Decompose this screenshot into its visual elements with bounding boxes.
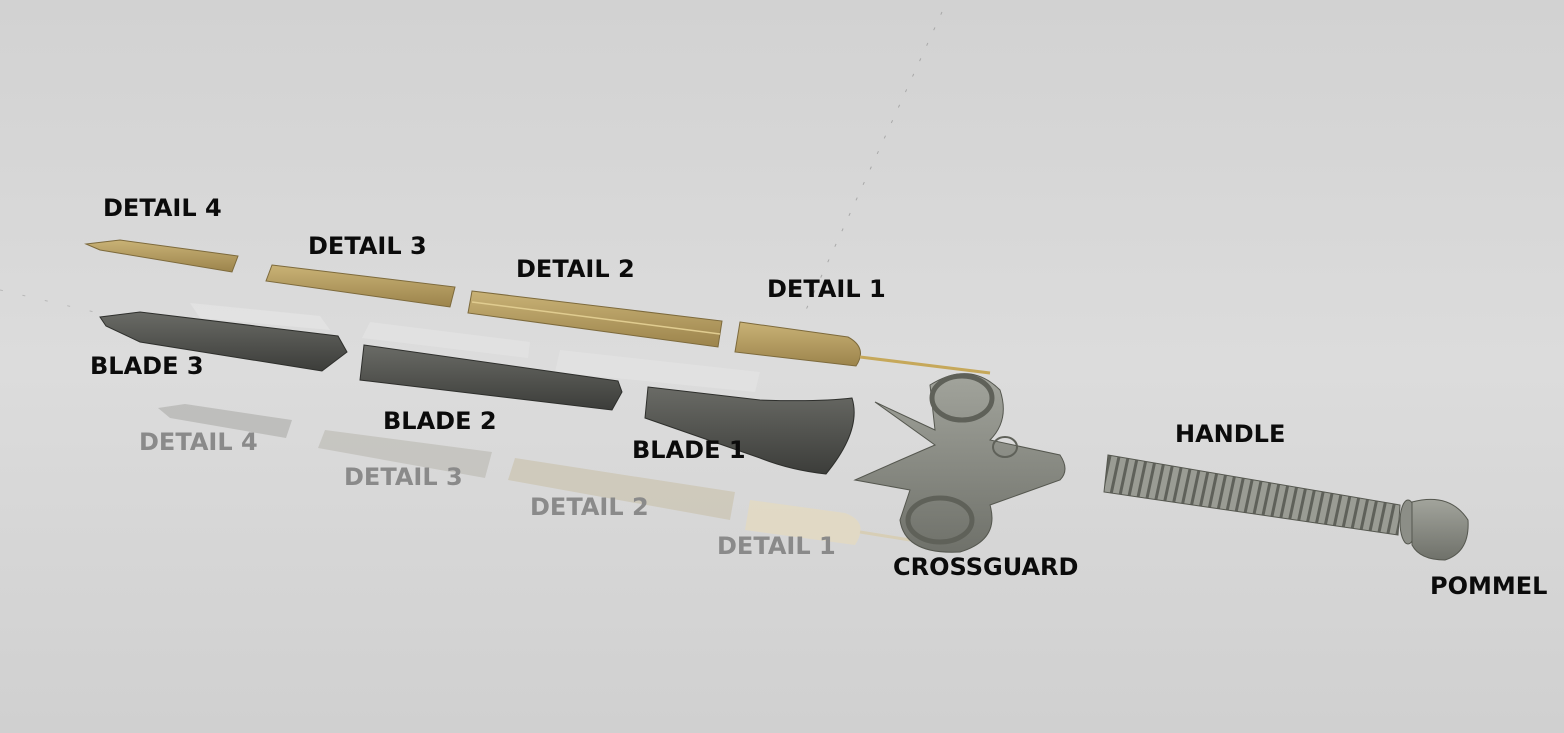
label-crossguard: CROSSGUARD xyxy=(893,553,1078,581)
ruler-line xyxy=(804,11,943,313)
reflection-label-detail-3: DETAIL 3 xyxy=(344,463,463,491)
label-blade-1: BLADE 1 xyxy=(632,436,746,464)
label-detail-3: DETAIL 3 xyxy=(308,232,427,260)
label-detail-1: DETAIL 1 xyxy=(767,275,886,303)
label-blade-3: BLADE 3 xyxy=(90,352,204,380)
reflections xyxy=(158,303,911,545)
handle-part xyxy=(1103,454,1401,536)
label-handle: HANDLE xyxy=(1175,420,1285,448)
label-detail-2: DETAIL 2 xyxy=(516,255,635,283)
detail-3-part xyxy=(265,264,456,308)
reflection-detail-1 xyxy=(745,500,861,545)
detail-1-tang xyxy=(859,355,991,375)
reflection-detail-1-tang xyxy=(859,530,911,542)
blade-3-part xyxy=(99,311,348,372)
label-detail-4: DETAIL 4 xyxy=(103,194,222,222)
shadow-blade-1 xyxy=(555,350,760,392)
detail-2-groove xyxy=(471,301,721,335)
label-blade-2: BLADE 2 xyxy=(383,407,497,435)
shadow-blade-3 xyxy=(190,303,330,330)
detail-2-part xyxy=(467,290,723,348)
pommel-part xyxy=(1399,498,1469,561)
detail-4-part xyxy=(84,239,239,273)
reflection-detail-4 xyxy=(158,404,292,438)
blade-1-part xyxy=(644,386,855,475)
reflection-label-detail-4: DETAIL 4 xyxy=(139,428,258,456)
reflection-detail-3 xyxy=(318,430,492,478)
crossguard-part xyxy=(853,373,1066,553)
label-pommel: POMMEL xyxy=(1430,572,1547,600)
blade-2-part xyxy=(359,344,623,411)
detail-1-part xyxy=(734,321,861,367)
reflection-label-detail-2: DETAIL 2 xyxy=(530,493,649,521)
reflection-label-detail-1: DETAIL 1 xyxy=(717,532,836,560)
shadow-blade-2 xyxy=(362,322,530,358)
reflection-detail-2 xyxy=(508,458,735,520)
